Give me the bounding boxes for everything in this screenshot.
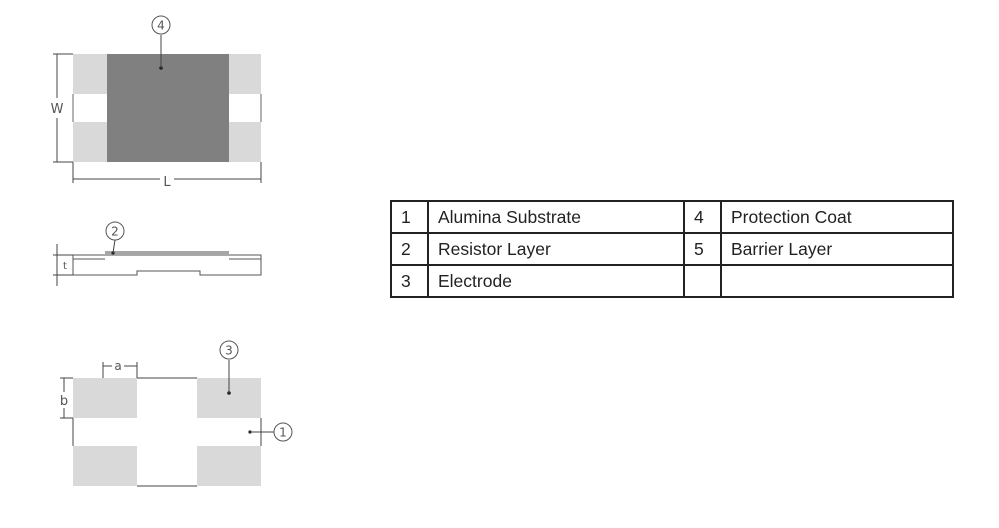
legend-number: 4 (683, 200, 722, 234)
legend-number: 1 (390, 200, 429, 234)
bottom-pad-bottom-right (197, 446, 261, 486)
legend-number: 5 (683, 232, 722, 266)
dim-label-a: a (114, 359, 121, 373)
legend-row: 1 Alumina Substrate 4 Protection Coat (390, 200, 954, 234)
electrode-pad-bottom-right (229, 122, 261, 162)
legend-label-empty (720, 264, 954, 298)
callout-label-2: 2 (111, 225, 119, 239)
dim-label-b: b (60, 394, 68, 409)
protection-coat (107, 54, 229, 162)
dim-label-l: L (163, 175, 171, 190)
legend-label: Resistor Layer (427, 232, 685, 266)
legend-number: 3 (390, 264, 429, 298)
callout-circle-4 (151, 15, 171, 35)
a-label-mask (112, 360, 124, 372)
side-view: 2 t (53, 221, 262, 286)
legend-number-empty (683, 264, 722, 298)
bottom-view: a b 3 1 (57, 340, 293, 487)
callout-label-3: 3 (225, 344, 233, 358)
legend-label: Electrode (427, 264, 685, 298)
legend-row: 2 Resistor Layer 5 Barrier Layer (390, 232, 954, 266)
callout-circle-3 (219, 340, 239, 360)
w-label-mask (50, 98, 64, 118)
side-body-outline (72, 254, 262, 276)
resistor-layer (105, 251, 229, 255)
b-label-mask (57, 392, 71, 408)
legend-label: Alumina Substrate (427, 200, 685, 234)
electrode-pad-bottom-left (73, 122, 107, 162)
dim-label-w: W (51, 102, 64, 117)
leader-line-2 (112, 239, 116, 254)
legend-row: 3 Electrode (390, 264, 954, 298)
bottom-pad-top-left (73, 378, 137, 418)
bottom-pad-bottom-left (73, 446, 137, 486)
legend-number: 2 (390, 232, 429, 266)
legend-table: 1 Alumina Substrate 4 Protection Coat 2 … (390, 200, 954, 298)
electrode-pad-top-left (73, 54, 107, 94)
l-label-mask (160, 172, 174, 188)
electrode-pad-top-right (229, 54, 261, 94)
legend-label: Protection Coat (720, 200, 954, 234)
legend-label: Barrier Layer (720, 232, 954, 266)
dim-label-t: t (63, 261, 67, 272)
callout-circle-2 (105, 221, 125, 241)
t-label-mask (61, 258, 69, 272)
top-view: 4 W L (50, 15, 262, 190)
callout-circle-1 (273, 422, 293, 442)
callout-label-4: 4 (157, 19, 165, 33)
callout-label-1: 1 (279, 426, 287, 440)
